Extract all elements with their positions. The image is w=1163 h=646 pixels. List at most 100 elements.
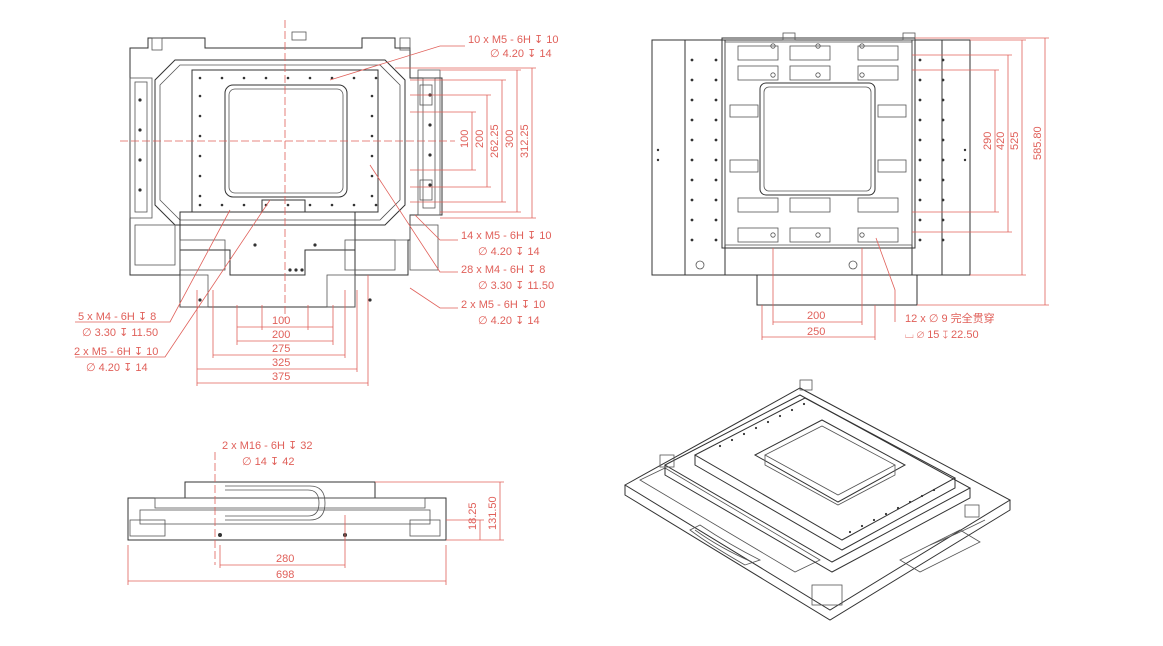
mounting-pad [857,45,899,61]
hole [941,238,945,242]
hole [918,238,922,242]
hole [690,178,694,182]
top-dim-200: 200 [272,329,290,341]
hole [815,232,821,238]
hole [656,148,660,152]
note-2x-m16-bore: ∅ 14 ↧ 42 [242,456,294,468]
hole [714,178,718,182]
hole [242,203,246,207]
hole [690,78,694,82]
top-dim-100: 100 [272,315,290,327]
hole [198,194,202,198]
hole [198,76,202,80]
hole [220,76,224,80]
hole [918,198,922,202]
bottom-dim-420: 420 [995,132,1007,150]
top-dim-325: 325 [272,357,290,369]
note-2x-m5-right: 2 x M5 - 6H ↧ 10 [461,299,545,311]
hole [941,158,945,162]
bottom-dim-250: 250 [807,326,825,338]
note-12x-through-hole: 12 x ∅ 9 完全贯穿 [905,311,995,325]
hole [286,203,290,207]
hole [770,72,776,78]
hole [714,198,718,202]
hole [294,268,298,272]
hole [778,414,782,418]
bottom-dim-525: 525 [1009,132,1021,150]
hole [730,438,734,442]
hole [908,500,912,504]
side-dim-280: 280 [276,553,294,565]
side-dim-131-50: 131.50 [487,496,499,530]
hole [198,203,202,207]
hole [198,154,202,158]
hole [941,178,945,182]
mounting-pad [857,65,899,81]
note-5x-m4-bore: ∅ 3.30 ↧ 11.50 [82,327,158,339]
hole [941,138,945,142]
hole [370,114,374,118]
top-dim-275: 275 [272,343,290,355]
hole [370,134,374,138]
hole [941,78,945,82]
hole [754,426,758,430]
hole [714,98,718,102]
hole [690,138,694,142]
hole [300,268,304,272]
hole [714,78,718,82]
hole [374,76,378,80]
hole [370,174,374,178]
hole [220,203,224,207]
hole [370,194,374,198]
hole [963,148,967,152]
hole [714,158,718,162]
hole [690,198,694,202]
note-2x-m5-left-bore: ∅ 4.20 ↧ 14 [86,362,148,374]
note-28x-m4: 28 x M4 - 6H ↧ 8 [461,264,545,276]
mounting-pad [737,197,779,213]
bottom-dim-200: 200 [807,310,825,322]
hole [790,408,794,412]
hole [374,203,378,207]
hole [330,203,334,207]
side-dim-698: 698 [276,569,294,581]
top-dim-v100: 100 [459,130,471,148]
hole [656,158,660,162]
hole [941,118,945,122]
side-dim-18-25: 18.25 [467,502,479,530]
hole [198,94,202,98]
hole [770,232,776,238]
mounting-pad [877,104,907,118]
hole [138,188,142,192]
hole [941,218,945,222]
hole [690,218,694,222]
mounting-pad [789,227,831,243]
hole [138,158,142,162]
note-2x-m5-right-bore: ∅ 4.20 ↧ 14 [478,315,540,327]
hole [714,138,718,142]
hole [848,530,852,534]
hole [198,298,202,302]
hole [253,243,257,247]
hole [872,518,876,522]
hole [918,58,922,62]
note-2x-m5-left: 2 x M5 - 6H ↧ 10 [74,346,158,358]
hole [918,118,922,122]
hole [742,432,746,436]
hole [198,134,202,138]
mounting-pad [789,65,831,81]
hole [714,118,718,122]
note-14x-m5: 14 x M5 - 6H ↧ 10 [461,230,552,242]
hole [918,78,922,82]
hole [690,58,694,62]
hole [242,76,246,80]
hole [770,43,776,49]
hole [815,43,821,49]
hole [690,158,694,162]
hole [690,118,694,122]
hole [198,174,202,178]
hole [815,72,821,78]
hole [690,98,694,102]
top-dim-375: 375 [272,371,290,383]
